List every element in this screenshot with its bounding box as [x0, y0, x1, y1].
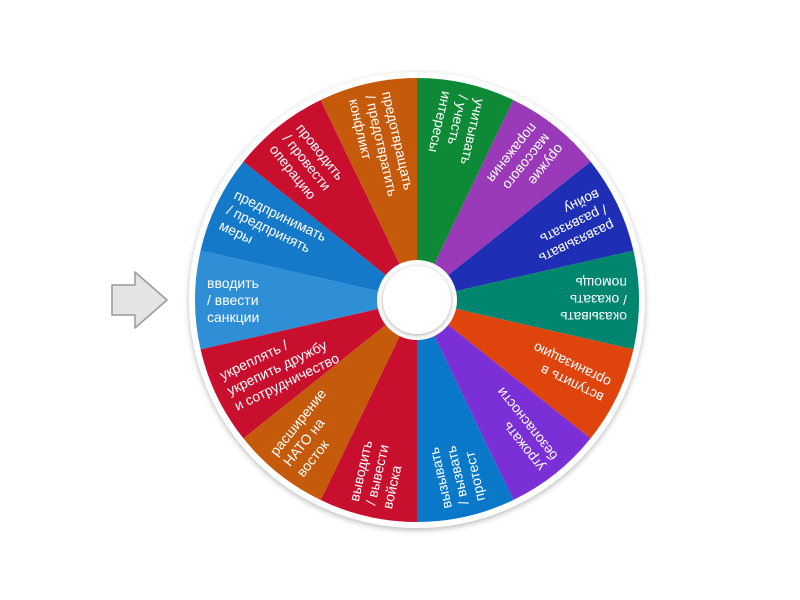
segment-label-line: оказывать	[560, 309, 627, 325]
segment-label-line: / оказать	[570, 292, 627, 308]
wheel-segment	[200, 300, 417, 439]
segment-label-line: / ввести	[207, 292, 259, 308]
wheel-segment	[417, 300, 634, 439]
wheel-segment	[320, 78, 417, 300]
wheel-segment	[243, 99, 417, 300]
segment-label-line: помощь	[575, 275, 627, 291]
arrow-right-icon	[111, 271, 168, 329]
wheel-segment	[417, 250, 639, 350]
wheel-segment	[417, 78, 514, 300]
segment-label-line: санкции	[207, 309, 259, 325]
wheel-segment	[243, 300, 417, 501]
wheel-segment	[195, 250, 417, 350]
wheel-segment	[417, 300, 591, 501]
wheel-segment	[417, 300, 514, 522]
wheel-segment	[320, 300, 417, 522]
wheel-segment	[417, 161, 634, 300]
wheel-hub[interactable]	[383, 266, 451, 334]
segment-label-line: вводить	[207, 275, 259, 291]
wheel-segment	[200, 161, 417, 300]
wheel-segment	[417, 99, 591, 300]
wheel-segments	[195, 78, 639, 522]
